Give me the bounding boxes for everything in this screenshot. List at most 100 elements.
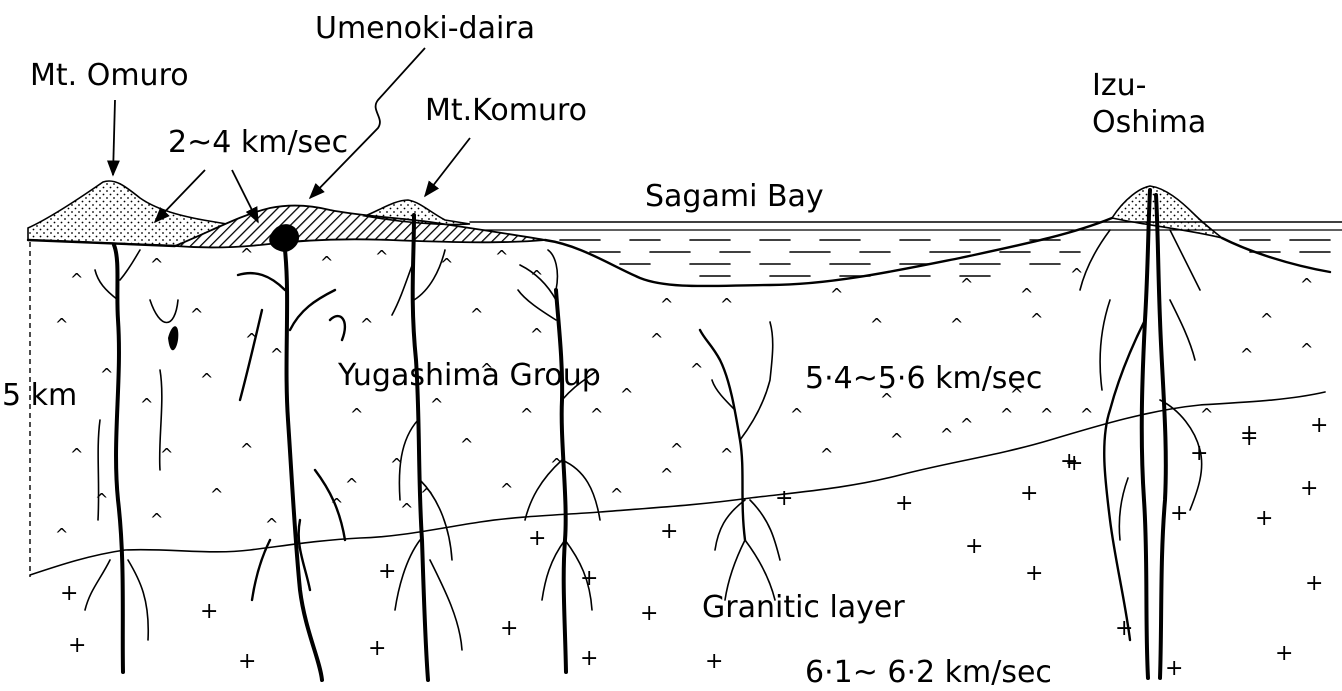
granitic-mark: + <box>1020 481 1038 506</box>
granitic-mark: + <box>500 616 518 641</box>
yugashima-mark: ^ <box>55 525 68 544</box>
granitic-mark: + <box>368 636 386 661</box>
yugashima-mark: ^ <box>150 255 163 274</box>
label-sagami-bay: Sagami Bay <box>645 179 824 214</box>
yugashima-mark: ^ <box>240 440 253 459</box>
granitic-mark: + <box>1275 641 1293 666</box>
yugashima-mark: ^ <box>200 370 213 389</box>
yugashima-mark: ^ <box>140 395 153 414</box>
label-depth-scale: 5 km <box>2 378 77 413</box>
yugashima-mark: ^ <box>890 430 903 449</box>
yugashima-mark: ^ <box>240 245 253 264</box>
granitic-mark: + <box>1310 413 1328 438</box>
yugashima-mark: ^ <box>690 360 703 379</box>
yugashima-mark: ^ <box>1260 310 1273 329</box>
yugashima-mark: ^ <box>70 445 83 464</box>
yugashima-mark: ^ <box>440 255 453 274</box>
yugashima-mark: ^ <box>190 305 203 324</box>
yugashima-mark: ^ <box>495 247 508 266</box>
label-mt-omuro: Mt. Omuro <box>30 58 189 93</box>
label-izu-oshima-line2: Oshima <box>1092 105 1206 140</box>
yugashima-mark: ^ <box>960 275 973 294</box>
granitic-mark: + <box>528 526 546 551</box>
yugashima-mark: ^ <box>650 330 663 349</box>
yugashima-mark: ^ <box>390 455 403 474</box>
yugashima-mark: ^ <box>590 405 603 424</box>
granitic-mark: + <box>1300 476 1318 501</box>
yugashima-mark: ^ <box>500 480 513 499</box>
label-umenoki-daira: Umenoki-daira <box>315 11 535 46</box>
yugashima-mark: ^ <box>420 485 433 504</box>
yugashima-mark: ^ <box>150 510 163 529</box>
yugashima-mark: ^ <box>350 405 363 424</box>
granitic-boundary-line <box>30 392 1325 575</box>
label-velocity-surface: 2~4 km/sec <box>168 125 348 160</box>
granitic-mark: + <box>660 519 678 544</box>
yugashima-mark: ^ <box>460 435 473 454</box>
yugashima-mark: ^ <box>430 395 443 414</box>
yugashima-mark: ^ <box>720 445 733 464</box>
yugashima-mark: ^ <box>820 445 833 464</box>
yugashima-mark: ^ <box>660 465 673 484</box>
yugashima-mark: ^ <box>720 295 733 314</box>
label-yugashima-group: Yugashima Group <box>337 358 601 393</box>
granitic-mark: + <box>580 646 598 671</box>
granitic-mark: + <box>1025 561 1043 586</box>
label-velocity-yugashima: 5·4~5·6 km/sec <box>805 361 1042 396</box>
yugashima-mark: ^ <box>610 485 623 504</box>
label-izu-oshima-line1: Izu- <box>1092 68 1146 103</box>
yugashima-mark: ^ <box>1300 275 1313 294</box>
granitic-mark: + <box>580 566 598 591</box>
yugashima-mark: ^ <box>550 455 563 474</box>
yugashima-mark: ^ <box>270 345 283 364</box>
yugashima-mark: ^ <box>400 500 413 519</box>
yugashima-marks: ^ ^ ^ ^ ^ ^ ^ ^ ^ ^ ^ ^ ^ ^ ^ ^ ^ ^ ^ ^ ^ ^ ^ ^ ^ ^ ^ ^ ^ ^ ^ ^ ^ ^ ^ ^ ^ ^ ^ ^… <box>55 245 1313 544</box>
granitic-mark: + <box>378 559 396 584</box>
yugashima-mark: ^ <box>1240 345 1253 364</box>
granitic-mark: + <box>1190 441 1208 466</box>
granitic-mark: + <box>1115 616 1133 641</box>
granitic-mark: + <box>705 649 723 674</box>
label-velocity-granitic: 6·1~ 6·2 km/sec <box>805 655 1052 690</box>
yugashima-mark: ^ <box>620 385 633 404</box>
yugashima-mark: ^ <box>360 315 373 334</box>
umenoki-daira-lava <box>175 206 545 248</box>
yugashima-mark: ^ <box>330 495 343 514</box>
yugashima-mark: ^ <box>520 405 533 424</box>
yugashima-mark: ^ <box>345 475 358 494</box>
label-mt-komuro: Mt.Komuro <box>425 93 587 128</box>
yugashima-mark: ^ <box>1030 310 1043 329</box>
yugashima-mark: ^ <box>1040 405 1053 424</box>
yugashima-mark: ^ <box>670 440 683 459</box>
granitic-mark: + <box>1065 451 1083 476</box>
yugashima-mark: ^ <box>160 445 173 464</box>
granitic-mark: + <box>895 491 913 516</box>
granitic-mark: + <box>68 633 86 658</box>
yugashima-mark: ^ <box>940 425 953 444</box>
yugashima-mark: ^ <box>530 267 543 286</box>
yugashima-mark: ^ <box>470 305 483 324</box>
yugashima-mark: ^ <box>1020 285 1033 304</box>
granitic-mark: + <box>1305 571 1323 596</box>
yugashima-mark: ^ <box>1070 265 1083 284</box>
granitic-mark: + <box>1255 506 1273 531</box>
yugashima-mark: ^ <box>1200 405 1213 424</box>
yugashima-mark: ^ <box>210 485 223 504</box>
yugashima-mark: ^ <box>790 405 803 424</box>
granitic-mark: + <box>1240 426 1258 451</box>
yugashima-mark: ^ <box>70 270 83 289</box>
yugashima-mark: ^ <box>1300 340 1313 359</box>
yugashima-mark: ^ <box>55 315 68 334</box>
granitic-mark: + <box>238 649 256 674</box>
yugashima-mark: ^ <box>870 315 883 334</box>
yugashima-mark: ^ <box>830 285 843 304</box>
granitic-mark: + <box>60 581 78 606</box>
yugashima-mark: ^ <box>960 415 973 434</box>
granitic-mark: + <box>1165 656 1183 681</box>
yugashima-mark: ^ <box>1000 405 1013 424</box>
yugashima-mark: ^ <box>1080 405 1093 424</box>
yugashima-mark: ^ <box>660 295 673 314</box>
yugashima-mark: ^ <box>530 325 543 344</box>
